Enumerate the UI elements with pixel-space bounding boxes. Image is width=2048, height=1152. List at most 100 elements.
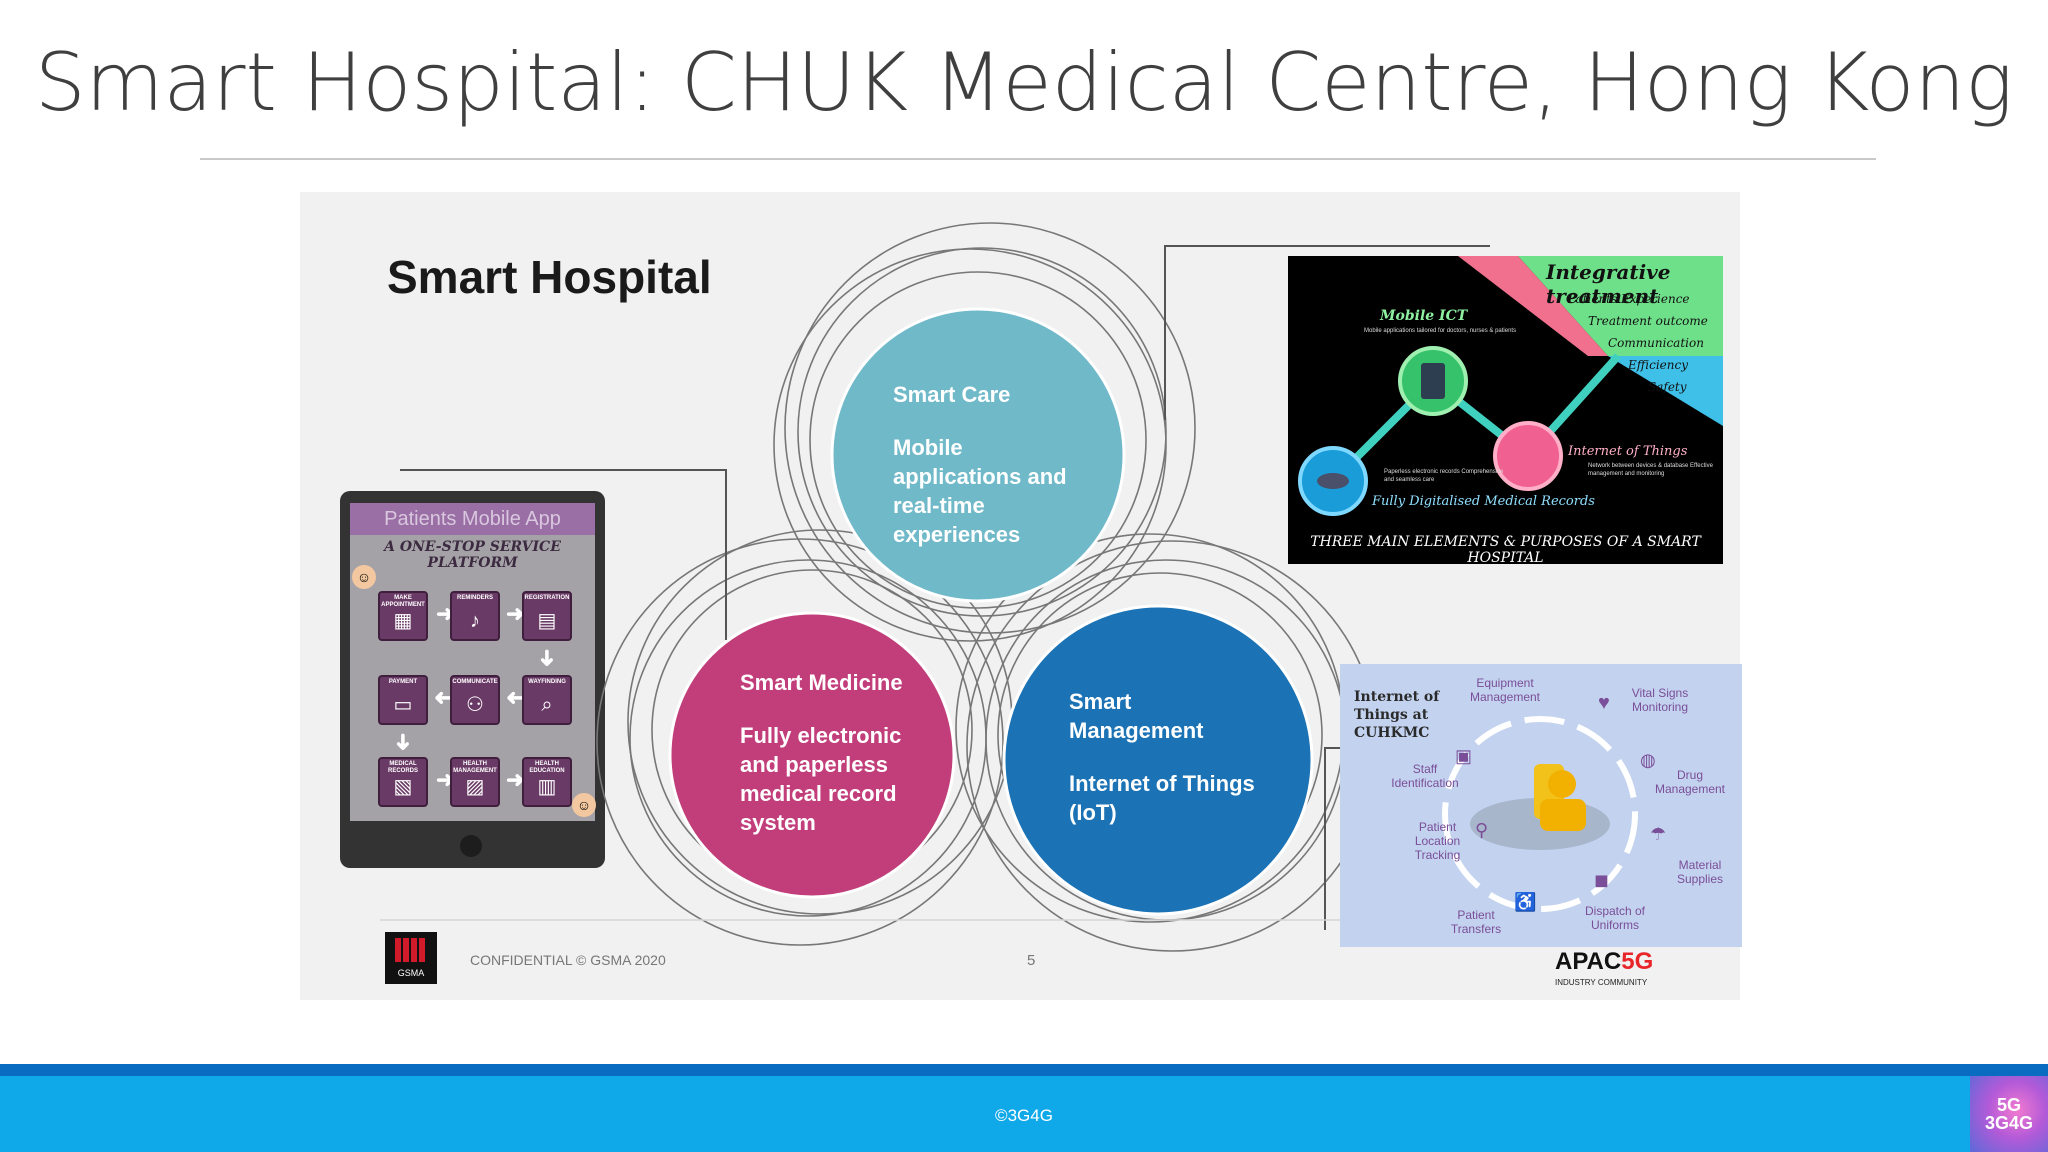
id-card-icon: ▣ [1455, 746, 1473, 766]
step-label: HEALTH EDUCATION [529, 761, 565, 774]
step-medical-records: MEDICAL RECORDS ▧ [378, 757, 428, 807]
benefits-list: Patients Experience Treatment outcome Co… [1568, 288, 1708, 398]
apac-text: APAC [1555, 948, 1622, 975]
benefit-item: Treatment outcome [1588, 314, 1708, 328]
parachute-icon: ☂ [1650, 824, 1667, 844]
benefit-item: Communication [1608, 336, 1704, 350]
three-elements-infographic: Integrative treatment Patients Experienc… [1288, 256, 1723, 564]
step-communicate: COMMUNICATE ⚇ [450, 675, 500, 725]
patient-face-icon: ☺ [572, 793, 596, 817]
app-subtitle: A ONE-STOP SERVICE PLATFORM [384, 539, 561, 571]
iot-label-supplies: Material Supplies [1676, 858, 1724, 886]
wheelchair-icon: ♿ [1514, 892, 1537, 912]
step-reminders: REMINDERS ♪ [450, 591, 500, 641]
book-icon: ▥ [537, 776, 557, 798]
iot-label-location: Patient Location Tracking [1414, 820, 1461, 862]
smart-care-text: Smart Care Mobile applications and real-… [893, 380, 1083, 549]
arrow-right-icon: ➜ [506, 767, 525, 792]
badge-line-2: 3G4G [1984, 1113, 2034, 1133]
phone-icon [1421, 363, 1445, 399]
wallet-icon: ▭ [393, 694, 413, 716]
step-wayfinding: WAYFINDING ⌕ [522, 675, 572, 725]
arrow-right-icon: ➜ [436, 767, 455, 792]
iot-desc: Network between devices & database Effec… [1588, 463, 1713, 477]
3g4g-badge-logo: 5G 3G4G [1970, 1076, 2048, 1152]
step-payment: PAYMENT ▭ [378, 675, 428, 725]
infographic-caption: THREE MAIN ELEMENTS & PURPOSES OF A SMAR… [1310, 534, 1701, 564]
people-icon: ⚇ [466, 694, 484, 716]
step-health-management: HEALTH MANAGEMENT ▨ [450, 757, 500, 807]
slide-title: Smart Hospital: CHUK Medical Centre, Hon… [34, 36, 2014, 129]
step-label: HEALTH MANAGEMENT [453, 761, 497, 774]
panel-page-number: 5 [1027, 952, 1036, 969]
step-label: REMINDERS [456, 595, 493, 601]
apac-5g-text: 5G [1621, 948, 1654, 975]
orbit-ring [809, 271, 1147, 609]
footer-copyright: ©3G4G [995, 1106, 1053, 1125]
magnifier-icon: ⌕ [541, 694, 553, 716]
step-registration: REGISTRATION ▤ [522, 591, 572, 641]
iot-label-drug: Drug Management [1654, 768, 1726, 796]
iot-label-uniforms: Dispatch of Uniforms [1584, 904, 1646, 932]
step-label: COMMUNICATE [452, 679, 498, 685]
step-label: PAYMENT [388, 679, 418, 685]
smart-care-circle [830, 307, 1126, 603]
arrow-right-icon: ➜ [436, 601, 455, 626]
benefit-item: Efficiency [1628, 358, 1688, 372]
smart-care-body: Mobile applications and real-time experi… [893, 435, 1067, 547]
step-health-education: HEALTH EDUCATION ▥ [522, 757, 572, 807]
bell-icon: ♪ [470, 610, 480, 632]
smart-medicine-text: Smart Medicine Fully electronic and pape… [740, 668, 915, 837]
mobile-ict-label: Mobile ICT [1380, 308, 1468, 324]
apac-5g-logo: APAC5G [1555, 948, 1653, 976]
tablet-screen: Patients Mobile App A ONE-STOP SERVICE P… [350, 503, 596, 821]
iot-label-transfers: Patient Transfers [1450, 908, 1502, 936]
mobile-ict-desc: Mobile applications tailored for doctors… [1364, 328, 1517, 334]
panel-title: Smart Hospital [387, 251, 712, 303]
title-divider [200, 158, 1876, 160]
badge-line-1: 5G [1996, 1095, 2021, 1115]
iot-label-staff: Staff Identification [1391, 762, 1459, 790]
step-label: MEDICAL RECORDS [387, 761, 418, 774]
shirt-icon: ◼ [1594, 870, 1609, 890]
integrative-title: Integrative treatment [1546, 260, 1671, 308]
orbit-ring [773, 248, 1167, 642]
iot-node [1493, 421, 1563, 491]
iot-cuhkmc-panel: Internet of Things at CUHKMC Equipment M… [1340, 664, 1742, 947]
gsma-logo: GSMA [385, 932, 437, 984]
smart-care-heading: Smart Care [893, 382, 1011, 407]
pills-icon: ◍ [1640, 750, 1656, 770]
records-label: Fully Digitalised Medical Records [1372, 494, 1595, 509]
smart-management-heading: Smart Management [1069, 689, 1204, 743]
step-label: WAYFINDING [528, 679, 566, 685]
person-body-icon [1540, 799, 1586, 831]
step-label: MAKE APPOINTMENT [381, 595, 425, 608]
infographic-graphic [1298, 256, 1723, 516]
iot-label-equipment: Equipment Management [1469, 676, 1541, 704]
step-label: REGISTRATION [524, 595, 570, 601]
smart-medicine-circle [668, 611, 956, 899]
iot-ring [1442, 716, 1638, 912]
blue-ribbon [1608, 356, 1723, 426]
document-icon: ▧ [393, 776, 413, 798]
connector-line [1164, 245, 1490, 420]
smart-management-text: Smart Management Internet of Things (IoT… [1069, 687, 1269, 827]
person-icon [1548, 770, 1576, 798]
patients-mobile-app-tablet: Patients Mobile App A ONE-STOP SERVICE P… [340, 491, 605, 868]
gsma-bars-icon [395, 938, 427, 962]
smart-management-body: Internet of Things (IoT) [1069, 771, 1255, 825]
benefit-item: Safety [1648, 380, 1687, 394]
doctor-face-icon: ☺ [352, 565, 376, 589]
arrow-right-icon: ➜ [506, 601, 525, 626]
iot-graphic [1442, 716, 1638, 912]
footer-bar [0, 1076, 2048, 1152]
benefit-item: Patients Experience [1568, 292, 1690, 306]
confidential-notice: CONFIDENTIAL © GSMA 2020 [470, 952, 666, 968]
records-desc: Paperless electronic records Comprehensi… [1384, 469, 1504, 483]
clipboard-icon: ▤ [537, 610, 557, 632]
database-icon [1317, 473, 1349, 489]
heart-monitor-icon: ♥ [1598, 692, 1610, 714]
iot-label: Internet of Things [1568, 444, 1688, 459]
app-title: Patients Mobile App [350, 503, 595, 535]
gsma-logo-text: GSMA [397, 968, 425, 978]
